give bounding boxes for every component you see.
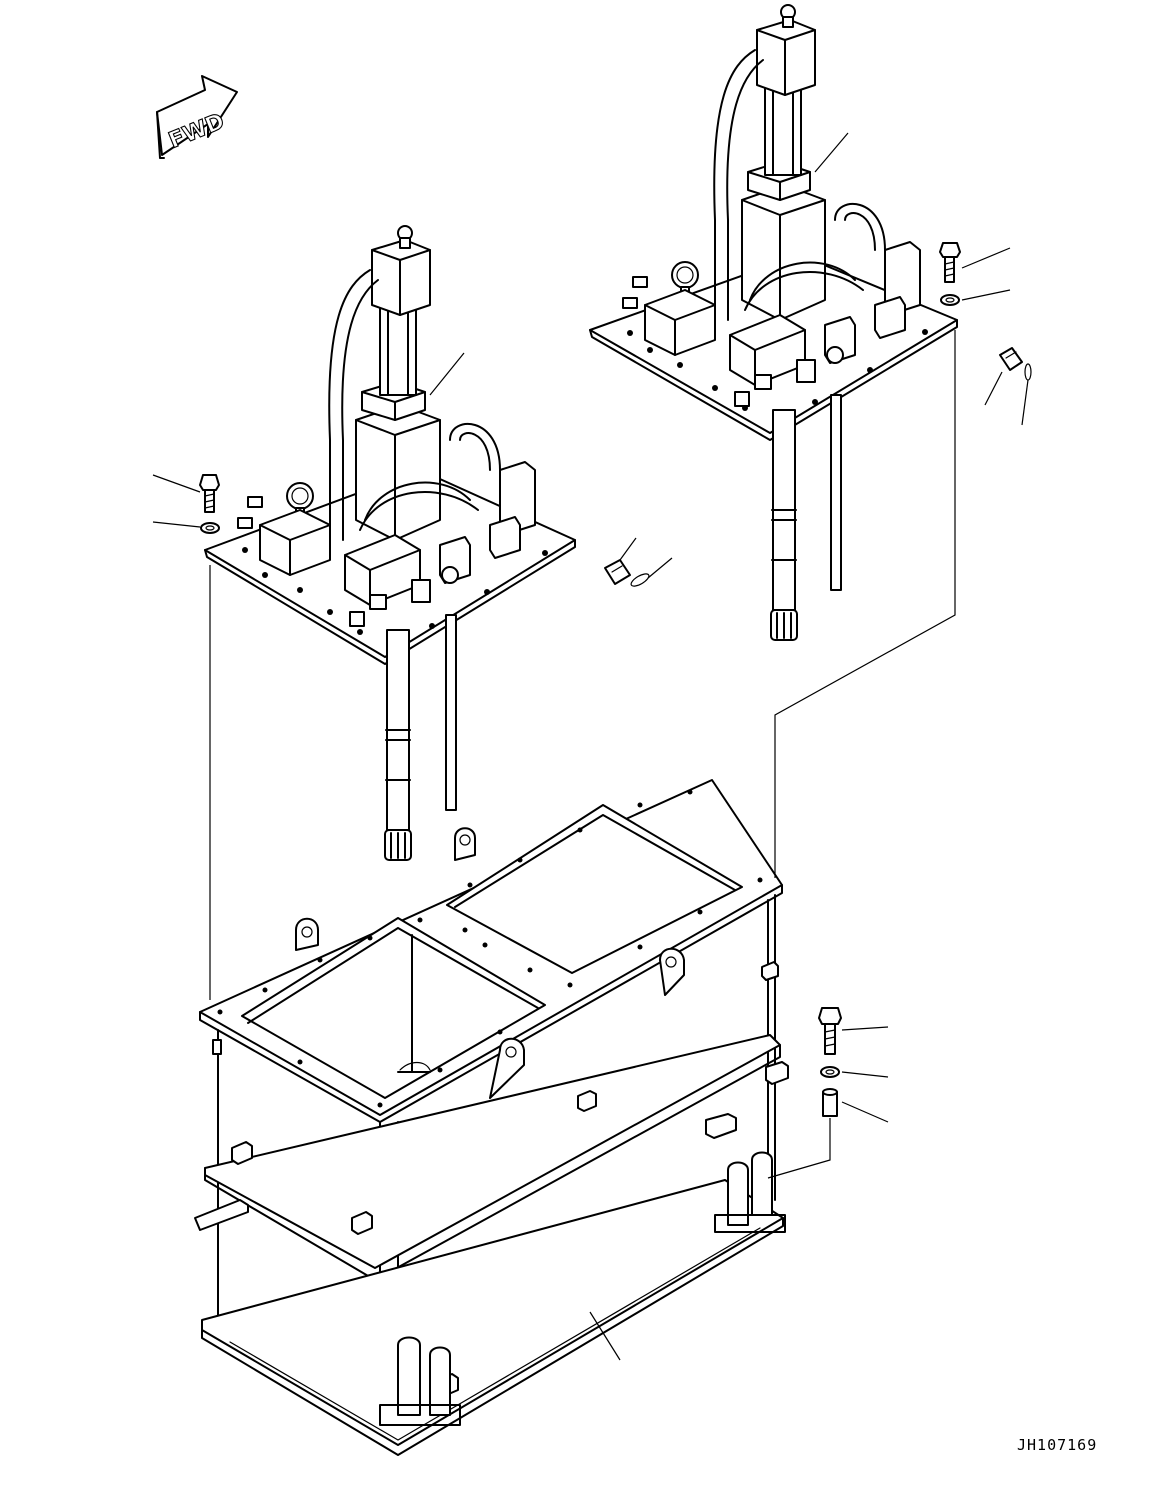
tank-bolt-washer-spacer	[818, 1007, 842, 1117]
fwd-arrow: FWD	[156, 75, 238, 159]
drawing-reference-code: JH107169	[1017, 1436, 1098, 1454]
left-pump-assembly	[199, 225, 650, 861]
tank-housing	[194, 779, 789, 1456]
right-pump-assembly	[589, 4, 1032, 641]
assembly-guide-lines	[209, 330, 956, 1179]
callout-leader-lines	[152, 132, 1029, 1361]
